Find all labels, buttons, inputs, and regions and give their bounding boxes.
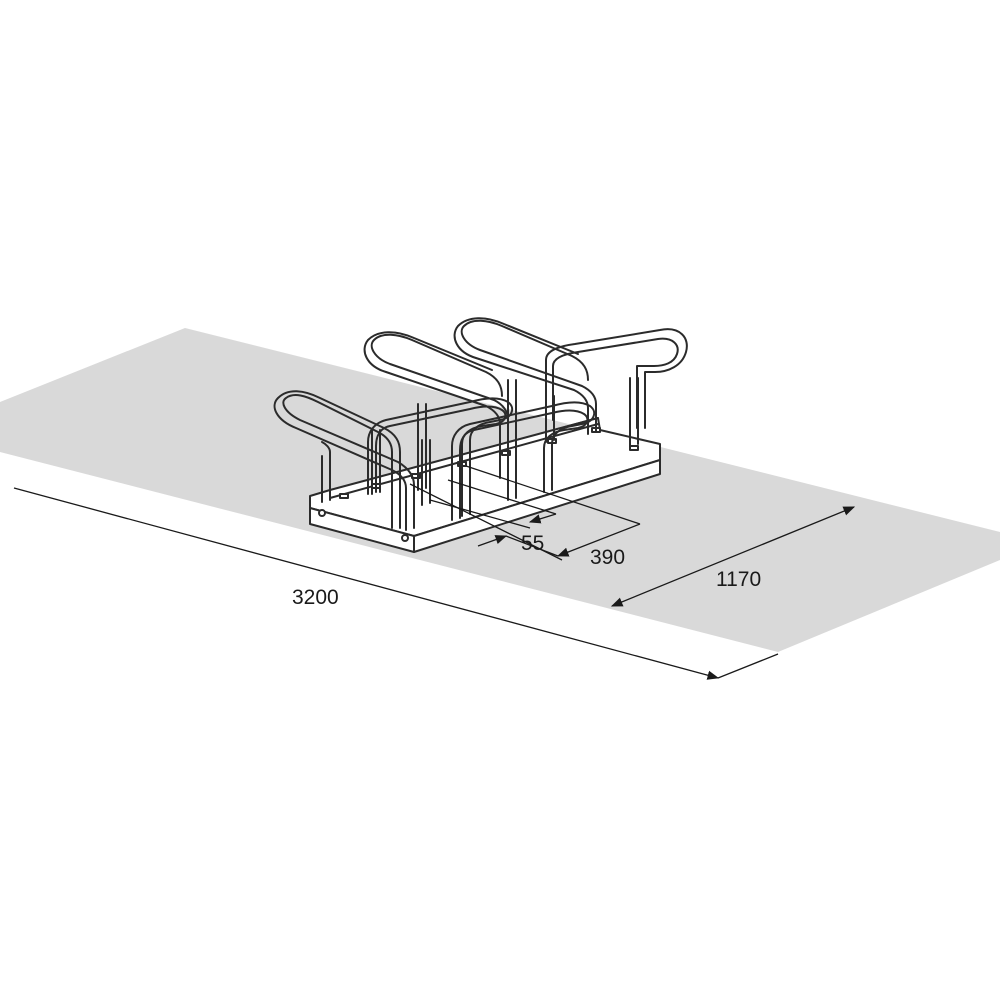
dimension-label-slot-spacing: 390: [590, 546, 625, 569]
rack-rear-loop: [545, 328, 688, 429]
rack-loop-rear-left: [363, 331, 509, 491]
dimension-label-length: 3200: [292, 586, 339, 609]
dimension-line-390: [556, 523, 641, 557]
dimension-line-55-lower: [477, 535, 508, 547]
extension-line-55-b: [429, 499, 531, 529]
rack-loop-rear-middle: [453, 317, 597, 451]
extension-line-length: [717, 653, 779, 679]
dimension-line-depth: [610, 506, 856, 607]
rack-posts: [371, 377, 639, 495]
dimension-line-length: [13, 487, 720, 680]
dimension-label-tube-gap: 55: [521, 532, 544, 555]
bicycle-rack: [273, 317, 688, 553]
dimension-line-55-upper: [528, 513, 557, 524]
rack-base-frame: [309, 417, 661, 553]
extension-line-390-a: [465, 465, 641, 525]
dimension-label-depth: 1170: [716, 568, 761, 591]
dimension-lines: [13, 465, 856, 680]
rack-loop-front-left: [273, 390, 415, 531]
extension-line-55-a: [447, 479, 557, 515]
dimension-line-55-leader: [505, 535, 559, 557]
